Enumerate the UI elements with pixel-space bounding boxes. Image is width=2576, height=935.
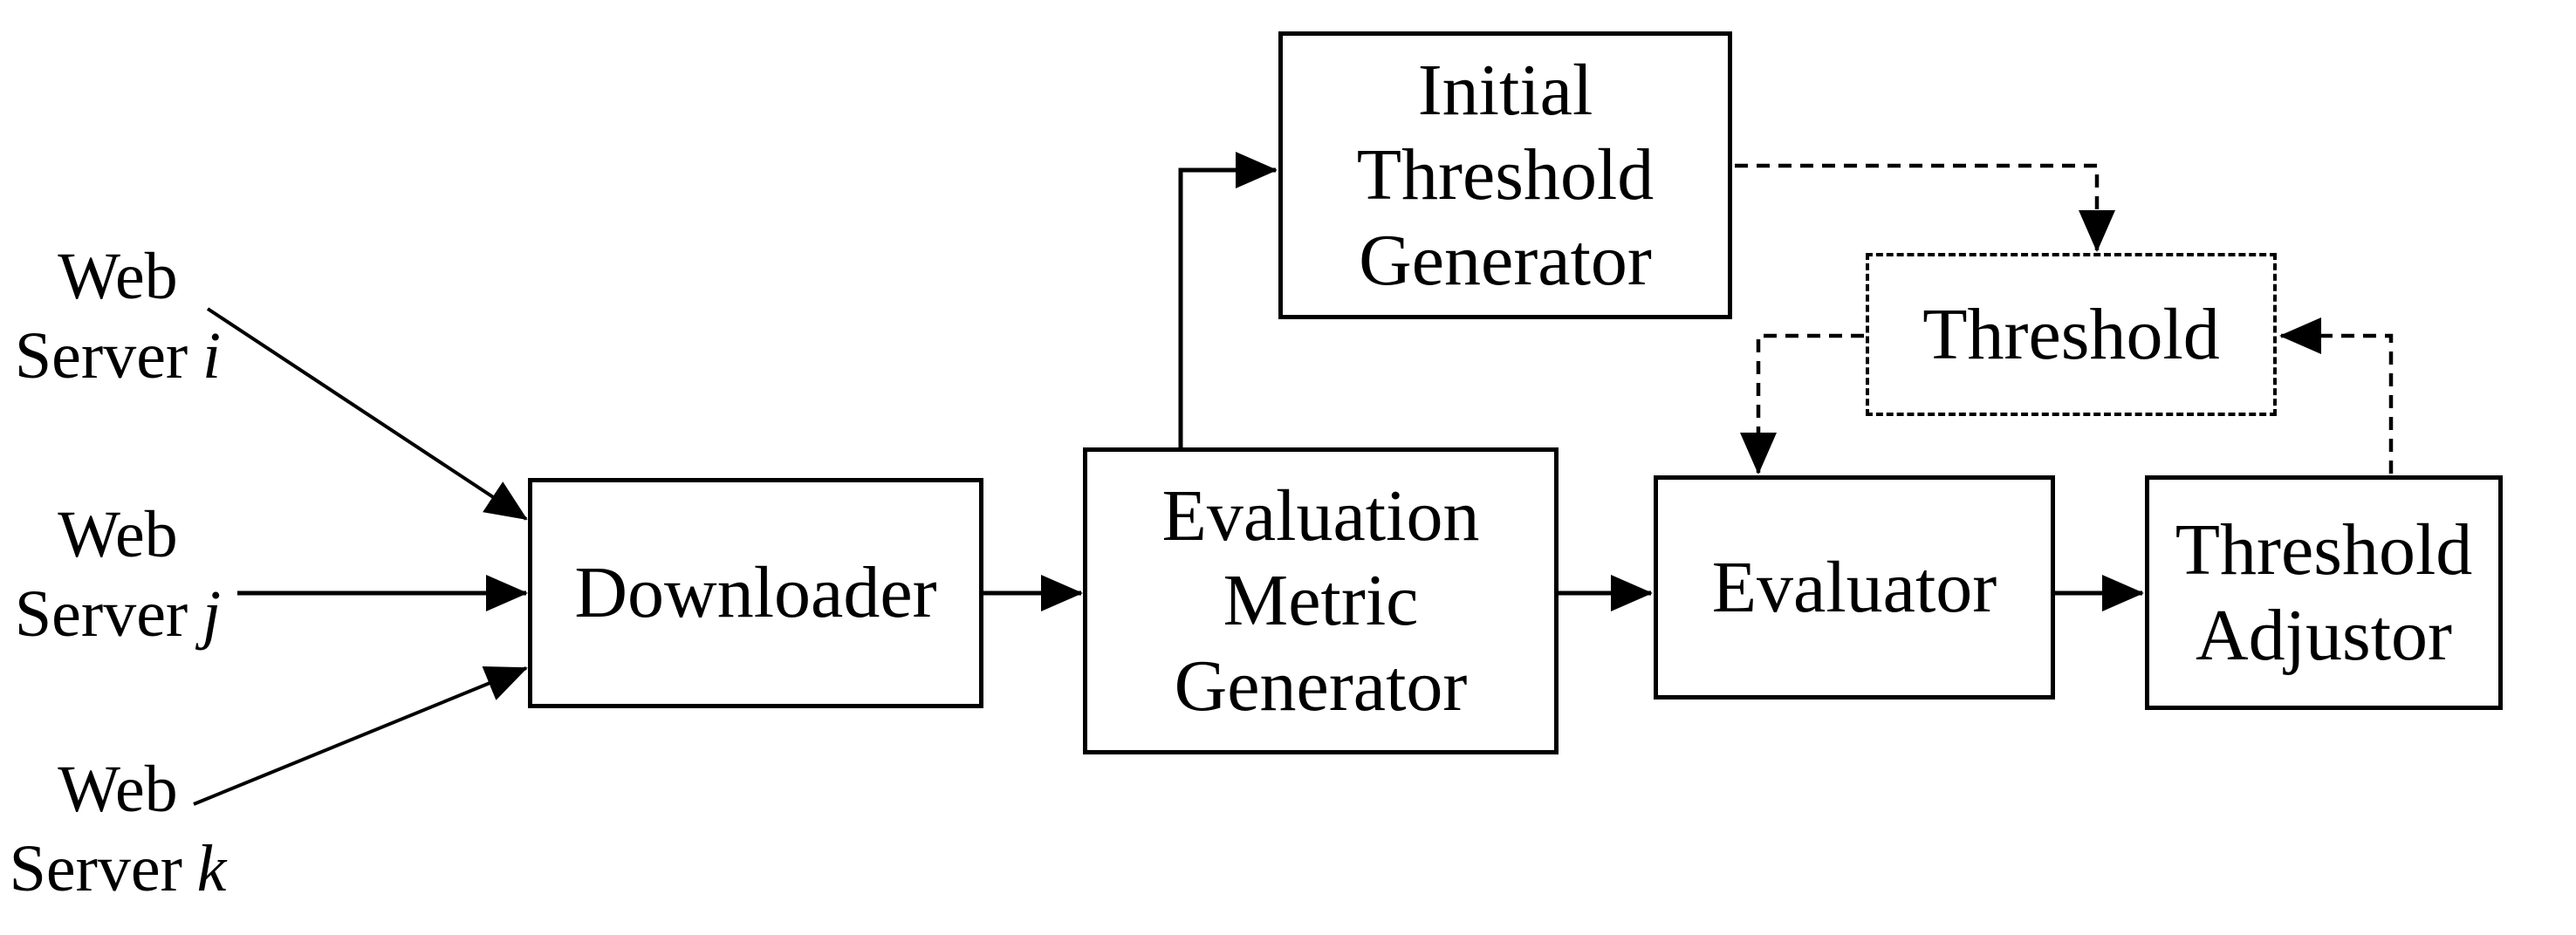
server-variable-i: i	[202, 319, 222, 393]
initial-threshold-generator-line3: Generator	[1359, 219, 1652, 301]
edge-initial-threshold-generator-to-threshold	[1735, 163, 2115, 252]
threshold-adjustor-box: Threshold Adjustor	[2145, 475, 2503, 710]
threshold-adjustor-line1: Threshold	[2175, 509, 2473, 591]
edge-web-server-k-to-downloader	[193, 665, 528, 806]
evaluator-box: Evaluator	[1654, 475, 2055, 700]
server-variable-j: j	[202, 577, 222, 652]
evaluation-metric-generator-line2: Metric	[1223, 560, 1419, 642]
threshold-box: Threshold	[1866, 253, 2277, 416]
server-variable-k: k	[196, 832, 227, 906]
evaluator-label: Evaluator	[1711, 546, 1997, 628]
web-server-i-line1: Web	[58, 240, 178, 313]
initial-threshold-generator-line2: Threshold	[1356, 134, 1655, 216]
evaluation-metric-generator-line1: Evaluation	[1161, 474, 1480, 556]
edge-threshold-to-evaluator	[1740, 333, 1864, 474]
evaluation-metric-generator-box: Evaluation Metric Generator	[1083, 447, 1559, 754]
threshold-label: Threshold	[1922, 293, 2220, 375]
web-server-j-line1: Web	[58, 498, 178, 571]
edge-threshold-adjustor-to-threshold	[2279, 317, 2394, 474]
initial-threshold-generator-line1: Initial	[1417, 49, 1593, 131]
threshold-adjustor-line2: Adjustor	[2196, 594, 2452, 676]
edge-emg-to-initial-threshold-generator	[1178, 152, 1278, 448]
edge-web-server-i-to-downloader	[206, 307, 528, 521]
evaluation-metric-generator-line3: Generator	[1174, 645, 1468, 727]
downloader-label: Downloader	[574, 552, 937, 634]
web-server-k-line1: Web	[58, 753, 178, 826]
downloader-box: Downloader	[528, 478, 983, 708]
initial-threshold-generator-box: Initial Threshold Generator	[1278, 31, 1732, 319]
